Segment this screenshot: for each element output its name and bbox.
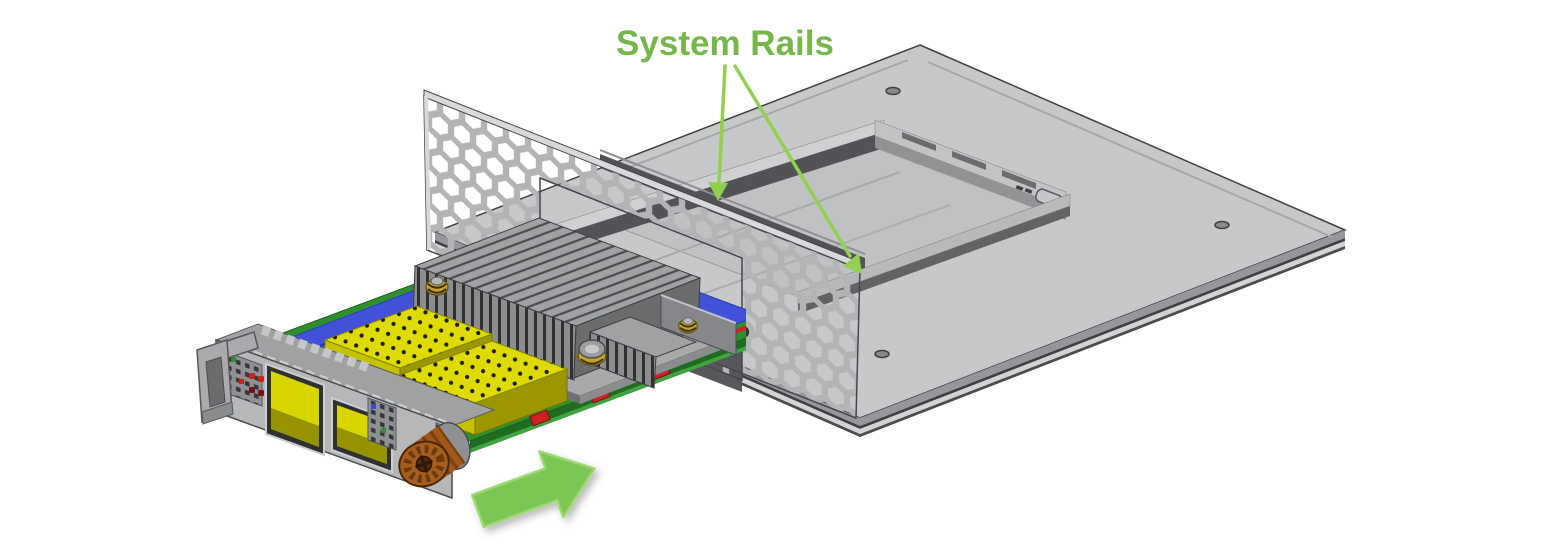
insertion-arrow-icon (470, 450, 596, 529)
network-card (196, 217, 746, 500)
diagram-title: System Rails (616, 24, 834, 63)
chassis-screw-holes (874, 86, 1230, 359)
status-leds (249, 373, 264, 396)
callout: System Rails (616, 24, 862, 274)
thumbscrew (398, 421, 471, 488)
callout-arrow-right-icon (733, 64, 862, 274)
faceplate (196, 323, 496, 500)
rear-bracket-plate (660, 294, 737, 356)
center-screw (577, 339, 607, 366)
system-rail-back (874, 119, 1067, 220)
callout-arrow-left-icon (708, 64, 728, 201)
bracket-panel (424, 96, 860, 418)
ejector-handle (196, 331, 259, 425)
spring-screw-right (678, 317, 698, 334)
spring-screw-left (425, 276, 449, 296)
port-1 (265, 362, 325, 457)
rail-end-marking (1015, 185, 1033, 194)
